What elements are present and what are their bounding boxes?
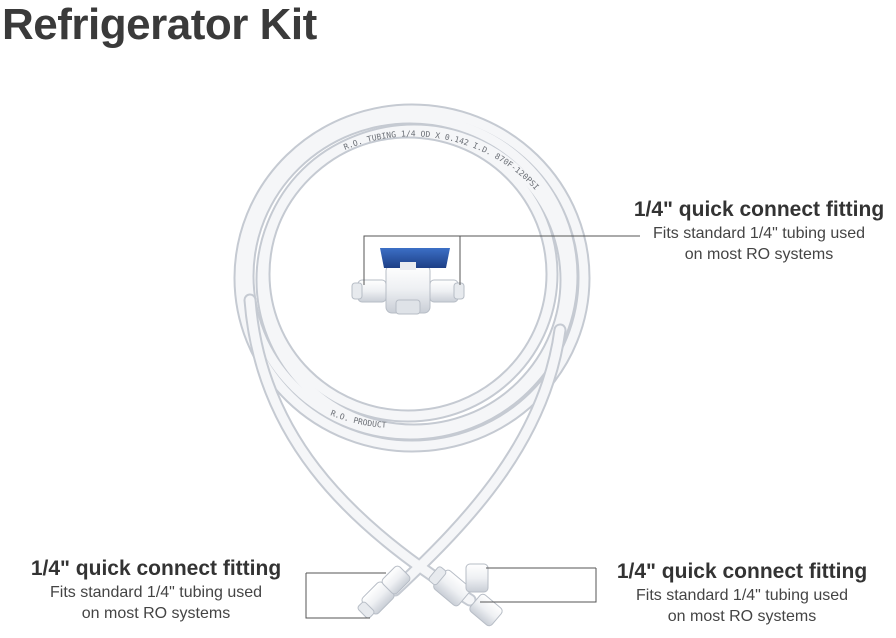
callout-line: on most RO systems [81, 605, 231, 622]
callout-heading: 1/4" quick connect fitting [616, 560, 868, 583]
callout-heading: 1/4" quick connect fitting [633, 198, 885, 221]
callout-line: Fits standard 1/4" tubing used [652, 225, 866, 242]
callout-right: 1/4" quick connect fitting Fits standard… [600, 559, 884, 627]
tube-fitting-right-icon [428, 563, 503, 627]
callout-line: Fits standard 1/4" tubing used [635, 587, 849, 604]
callout-left: 1/4" quick connect fitting Fits standard… [14, 556, 298, 624]
page-title: Refrigerator Kit [2, 0, 317, 49]
callout-line: on most RO systems [684, 246, 834, 263]
callout-line: Fits standard 1/4" tubing used [49, 584, 263, 601]
tube-fitting-left-icon [357, 565, 411, 619]
ball-valve-icon [351, 248, 465, 315]
callout-heading: 1/4" quick connect fitting [30, 557, 282, 580]
tubing-coil [233, 103, 591, 607]
callout-top: 1/4" quick connect fitting Fits standard… [622, 197, 896, 265]
callout-line: on most RO systems [667, 608, 817, 625]
callout-leader-lines [305, 235, 640, 619]
